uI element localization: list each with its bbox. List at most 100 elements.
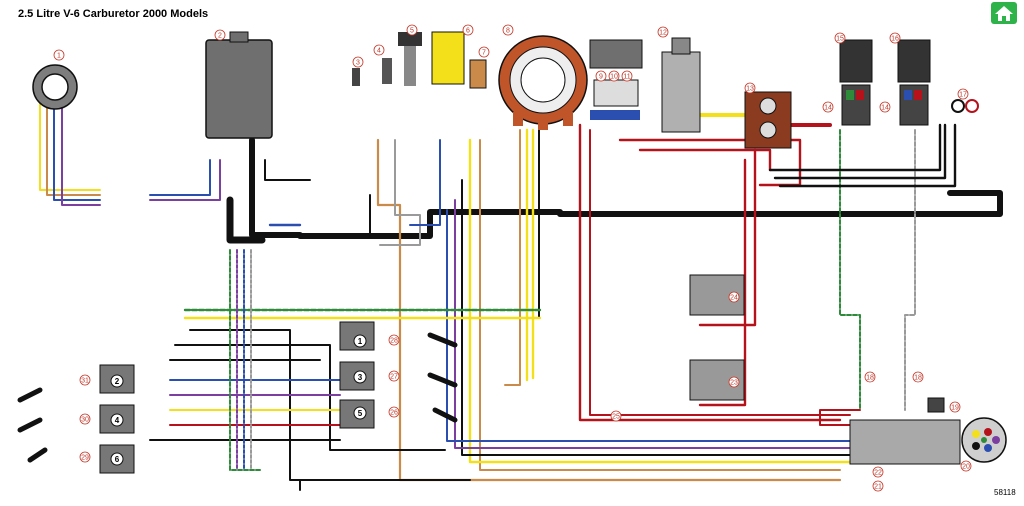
svg-text:7: 7 [482, 50, 486, 57]
svg-text:18: 18 [866, 375, 874, 382]
callout-15: 15 [834, 32, 846, 44]
svg-text:26: 26 [390, 410, 398, 417]
callout-8: 8 [502, 24, 514, 36]
callout-2: 2 [214, 29, 226, 41]
callout-21: 21 [872, 480, 884, 492]
trim-relay-up [839, 39, 873, 126]
temp-sensor [352, 68, 360, 86]
trim-relay-down [897, 39, 931, 126]
page-title: 2.5 Litre V-6 Carburetor 2000 Models [18, 8, 209, 20]
home-icon [991, 2, 1017, 24]
cylinder-2: 2 [110, 374, 124, 388]
svg-text:10: 10 [610, 74, 618, 81]
svg-text:29: 29 [81, 455, 89, 462]
svg-text:21: 21 [874, 484, 882, 491]
svg-text:18: 18 [914, 375, 922, 382]
callout-10: 10 [608, 70, 620, 82]
callout-1: 1 [53, 49, 65, 61]
svg-text:9: 9 [599, 74, 603, 81]
svg-text:28: 28 [390, 338, 398, 345]
cylinder-6: 6 [110, 452, 124, 466]
thermo-sensor [469, 59, 487, 89]
svg-text:31: 31 [81, 378, 89, 385]
callout-17: 17 [957, 88, 969, 100]
svg-text:19: 19 [951, 405, 959, 412]
rectifier [589, 39, 643, 120]
svg-text:27: 27 [390, 374, 398, 381]
battery-terminals [951, 99, 979, 113]
callout-26: 26 [388, 406, 400, 418]
callout-25: 25 [610, 410, 622, 422]
callout-28: 28 [388, 334, 400, 346]
svg-text:2: 2 [115, 377, 120, 386]
cylinder-5: 5 [353, 406, 367, 420]
svg-text:20: 20 [962, 464, 970, 471]
svg-text:17: 17 [959, 92, 967, 99]
svg-text:16: 16 [891, 36, 899, 43]
svg-text:25: 25 [612, 414, 620, 421]
svg-text:5: 5 [358, 409, 363, 418]
overheat-switch [382, 58, 392, 84]
callout-16: 16 [889, 32, 901, 44]
svg-text:22: 22 [874, 470, 882, 477]
svg-text:13: 13 [746, 86, 754, 93]
cylinder-4: 4 [110, 413, 124, 427]
callout-18: 18 [912, 371, 924, 383]
svg-text:14: 14 [824, 105, 832, 112]
callout-6: 6 [462, 24, 474, 36]
callout-18: 18 [864, 371, 876, 383]
main-harness-plug [849, 417, 1007, 465]
svg-text:4: 4 [377, 48, 381, 55]
callout-30: 30 [79, 413, 91, 425]
callout-11: 11 [621, 70, 633, 82]
callout-19: 19 [949, 401, 961, 413]
starter-motor [661, 37, 701, 133]
svg-text:11: 11 [623, 74, 630, 81]
svg-text:5: 5 [410, 28, 414, 35]
svg-text:23: 23 [730, 380, 738, 387]
callout-23: 23 [728, 376, 740, 388]
svg-text:24: 24 [730, 295, 738, 302]
home-button[interactable] [991, 2, 1017, 24]
svg-text:14: 14 [881, 105, 889, 112]
svg-text:8: 8 [506, 28, 510, 35]
switch-box [205, 31, 273, 139]
svg-text:6: 6 [466, 28, 470, 35]
callout-14: 14 [822, 101, 834, 113]
stator [498, 35, 588, 130]
drawing-number: 58118 [994, 488, 1016, 497]
callout-27: 27 [388, 370, 400, 382]
starter-solenoid [744, 91, 792, 149]
svg-text:3: 3 [358, 373, 363, 382]
callout-22: 22 [872, 466, 884, 478]
callout-31: 31 [79, 374, 91, 386]
svg-text:12: 12 [659, 30, 667, 37]
callout-7: 7 [478, 46, 490, 58]
fuel-enrichment-valve [431, 31, 465, 85]
svg-text:30: 30 [81, 417, 89, 424]
svg-text:1: 1 [358, 337, 363, 346]
svg-text:2: 2 [218, 33, 222, 40]
ignition-coils-left [99, 321, 375, 474]
svg-text:15: 15 [836, 36, 844, 43]
svg-text:1: 1 [57, 53, 61, 60]
callout-24: 24 [728, 291, 740, 303]
wire-harness [39, 99, 1003, 491]
choke-solenoid [398, 32, 422, 86]
callout-12: 12 [657, 26, 669, 38]
tach-connector [927, 397, 945, 413]
svg-text:6: 6 [115, 455, 120, 464]
svg-text:4: 4 [115, 416, 120, 425]
cylinder-1: 1 [353, 334, 367, 348]
trigger-coil [32, 64, 78, 110]
callout-4: 4 [373, 44, 385, 56]
cylinder-3: 3 [353, 370, 367, 384]
callout-9: 9 [595, 70, 607, 82]
callout-14: 14 [879, 101, 891, 113]
callout-13: 13 [744, 82, 756, 94]
spark-plug-boots [17, 332, 458, 463]
callout-3: 3 [352, 56, 364, 68]
svg-text:3: 3 [356, 60, 360, 67]
callout-20: 20 [960, 460, 972, 472]
